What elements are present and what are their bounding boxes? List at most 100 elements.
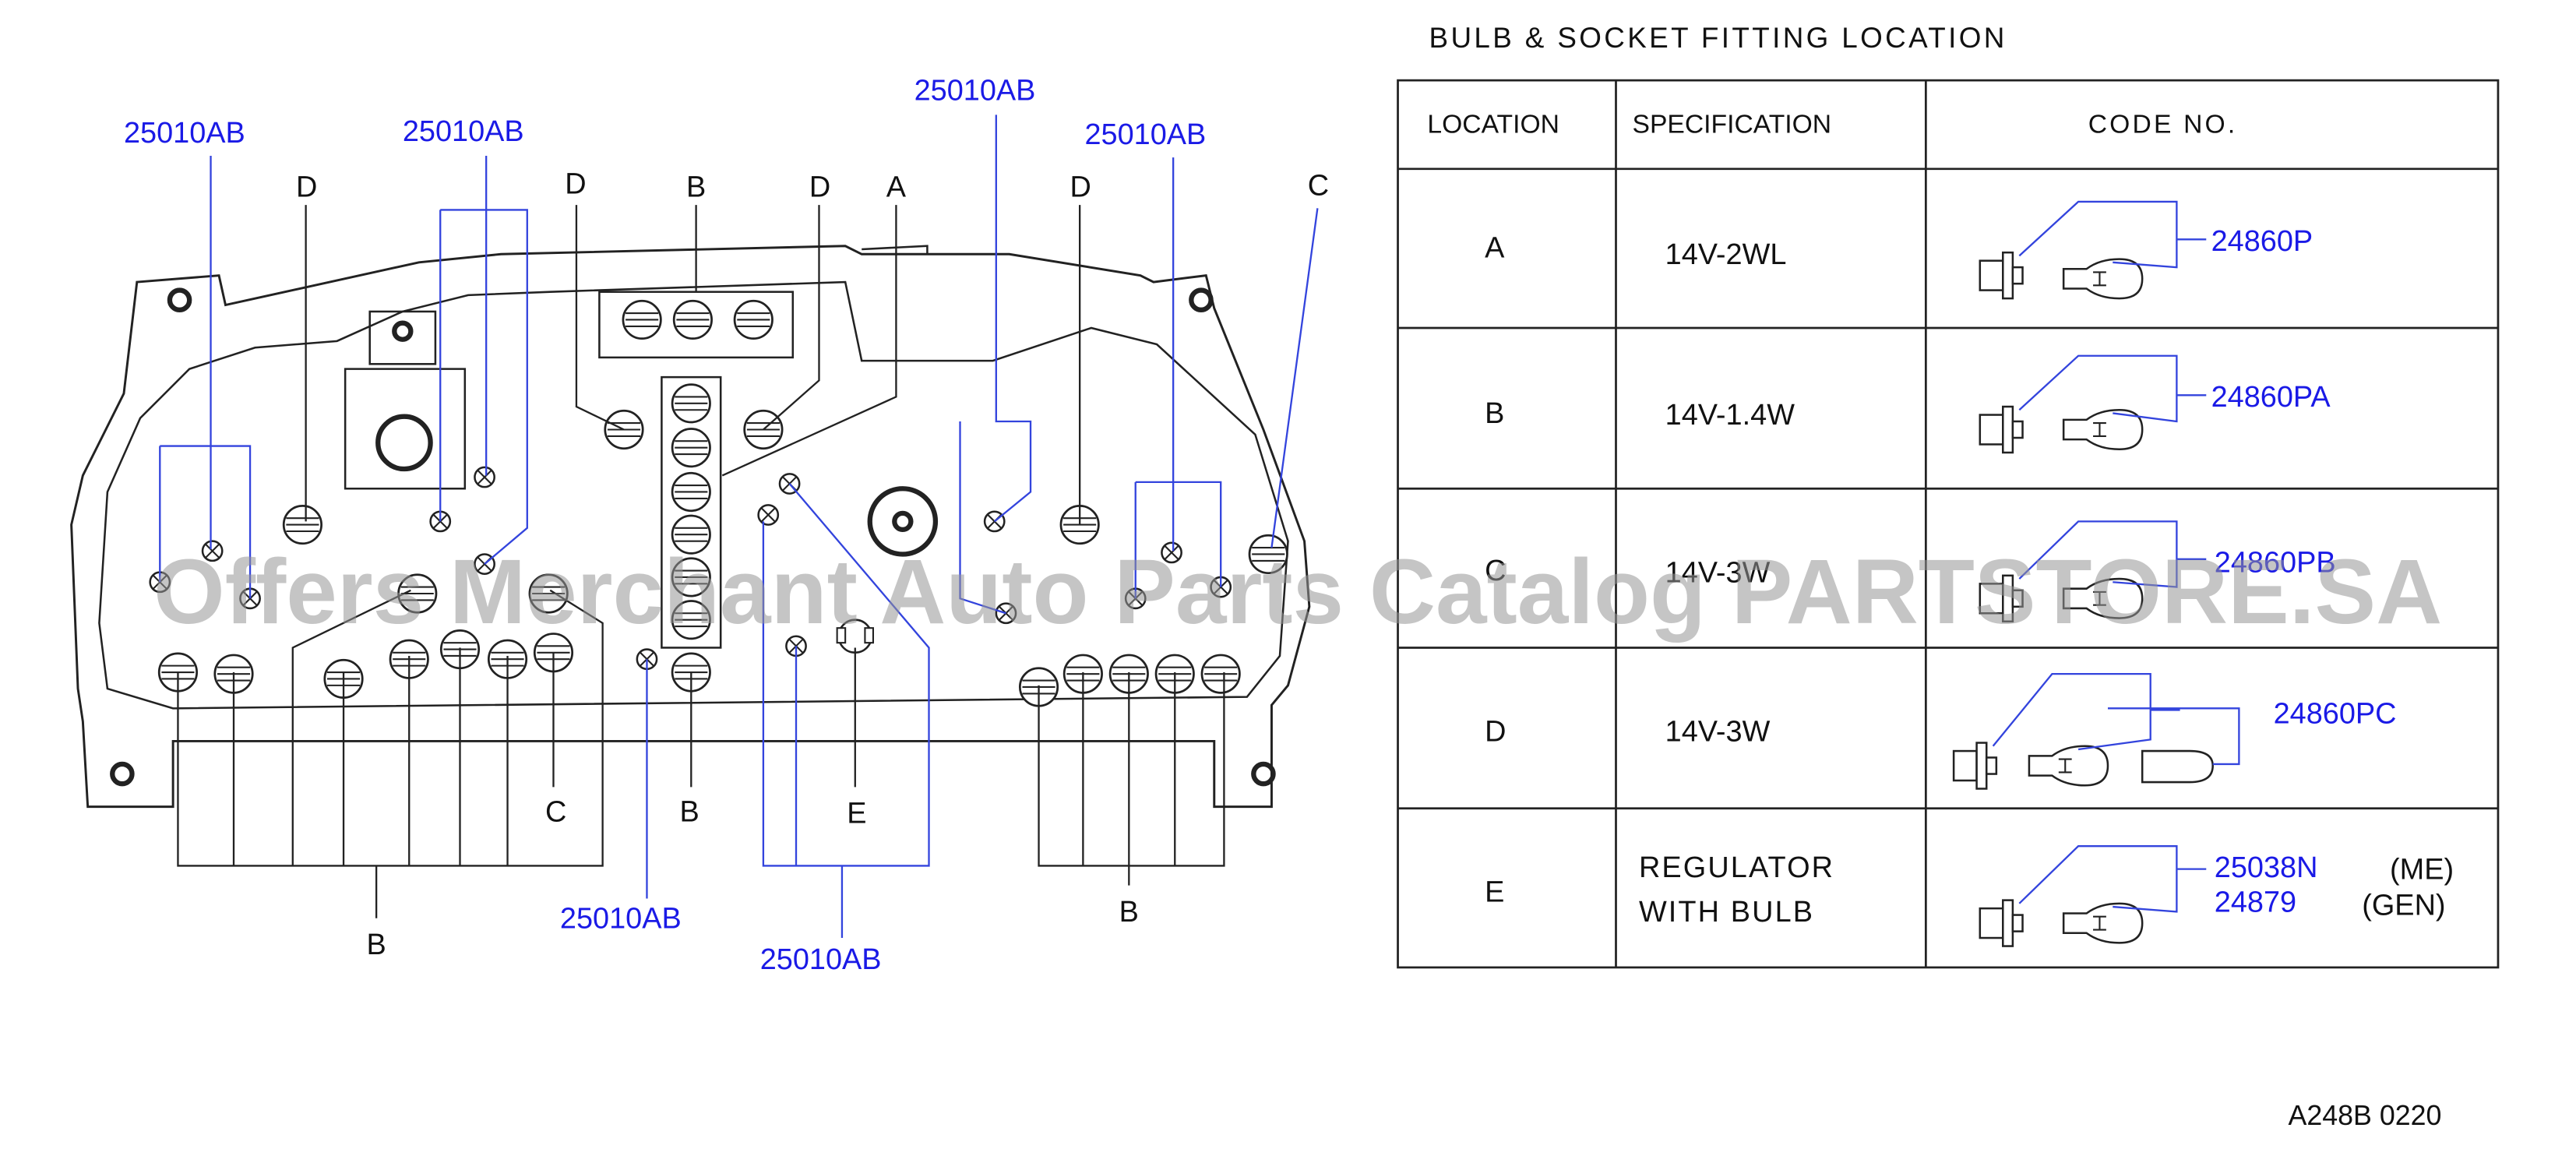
letter-label: A <box>886 171 907 204</box>
bulb-socket-icons <box>1952 200 2240 947</box>
callout-labels: 25010AB 25010AB 25010AB 25010AB 25010AB … <box>124 74 1206 976</box>
bulb-socket <box>1248 534 1288 575</box>
gauge-hub <box>375 414 433 472</box>
letter-label: B <box>680 796 700 829</box>
black-leader-lines <box>177 205 1225 918</box>
drawing-reference: A248B 0220 <box>2289 1100 2442 1131</box>
bulb-socket <box>622 299 662 340</box>
bulb-socket <box>672 299 713 340</box>
letter-label: D <box>809 171 830 204</box>
callout-label: 25010AB <box>914 74 1036 107</box>
callout-label: 25010AB <box>403 115 524 148</box>
row-spec: 14V-3W <box>1665 715 1771 748</box>
row-illustration <box>1979 354 2207 454</box>
header-specification: SPECIFICATION <box>1633 111 1832 139</box>
row-spec: 14V-1.4W <box>1665 399 1795 432</box>
row-code: 24860PB <box>2215 547 2336 580</box>
header-code-no: CODE NO. <box>2088 111 2238 139</box>
bulb-socket <box>282 505 322 545</box>
row-illustration <box>1979 520 2207 623</box>
callout-label: 25010AB <box>560 902 682 935</box>
letter-label: B <box>1119 896 1139 929</box>
row-location: E <box>1485 876 1504 909</box>
table-row-locations: A B C D E <box>1485 231 1506 908</box>
bulb-icon <box>2062 902 2144 944</box>
mounting-holes <box>110 287 1276 787</box>
socket-icon <box>1952 742 1998 790</box>
letter-label: C <box>1308 169 1329 202</box>
row-code: 24879 <box>2215 886 2296 918</box>
row-location: A <box>1485 231 1505 264</box>
row-code: 24860PC <box>2274 697 2397 730</box>
row-location: D <box>1485 715 1506 748</box>
bulb-socket <box>397 573 438 614</box>
socket-icon <box>1979 574 2024 623</box>
bulb-icon <box>2062 408 2144 451</box>
gauge-hub <box>867 486 939 557</box>
screw-point <box>1161 541 1182 564</box>
socket-icon <box>1979 251 2024 300</box>
row-spec-line: REGULATOR <box>1639 851 1834 884</box>
bulb-socket <box>671 471 711 513</box>
mount-hole <box>167 287 192 312</box>
row-illustration <box>1952 672 2240 790</box>
letter-label: D <box>565 167 586 200</box>
letter-label: B <box>686 171 706 204</box>
table-grid <box>1397 79 2500 969</box>
row-spec: 14V-3W <box>1665 556 1771 589</box>
screw-point <box>201 540 224 562</box>
letter-label: C <box>545 796 566 829</box>
bulb-icon <box>2028 745 2109 787</box>
bulb-socket <box>671 383 711 424</box>
table-title: BULB & SOCKET FITTING LOCATION <box>1429 22 2007 54</box>
code-note: (GEN) <box>2362 890 2445 922</box>
mount-hole <box>1251 761 1276 787</box>
bulb-socket <box>528 573 569 614</box>
table-row-specs: 14V-2WL 14V-1.4W 14V-3W 14V-3W REGULATOR… <box>1639 238 1834 929</box>
bulb-cap-icon <box>2141 749 2214 784</box>
code-note: (ME) <box>2390 853 2454 886</box>
gauge-hub-center <box>892 510 914 533</box>
socket-icon <box>1979 405 2024 454</box>
bulb-socket <box>671 557 711 597</box>
table-code-notes: (ME) (GEN) <box>2362 853 2454 922</box>
screw-point <box>757 504 780 526</box>
bulb-socket <box>1200 654 1241 694</box>
fitting-location-table: BULB & SOCKET FITTING LOCATION LOCATION … <box>1397 22 2500 969</box>
header-location: LOCATION <box>1427 111 1559 139</box>
bulb-socket <box>733 299 774 340</box>
row-code: 25038N <box>2215 851 2318 884</box>
row-spec-line: WITH BULB <box>1639 896 1814 929</box>
mount-hole <box>392 320 414 342</box>
callout-label: 25010AB <box>760 943 882 976</box>
callout-label: 25010AB <box>1084 118 1206 151</box>
socket-icon <box>1979 899 2024 947</box>
table-row-codes: 24860P 24860PA 24860PB 24860PC 25038N 24… <box>2211 225 2397 918</box>
row-illustration <box>1979 845 2207 947</box>
regulator-socket <box>836 619 874 654</box>
bulb-socket <box>671 514 711 555</box>
bulb-icon <box>2062 577 2144 619</box>
mount-hole <box>110 761 135 787</box>
mount-hole <box>1189 287 1214 312</box>
bulb-socket <box>671 428 711 468</box>
row-spec: 14V-2WL <box>1665 238 1787 271</box>
row-code: 24860P <box>2211 225 2313 258</box>
letter-label: D <box>1070 171 1091 204</box>
bulb-icon <box>2062 258 2144 300</box>
letter-label: E <box>847 798 866 830</box>
row-code: 24860PA <box>2211 381 2331 414</box>
row-location: B <box>1485 397 1504 430</box>
watermark: Offers Merchant Auto Parts Catalog PARTS… <box>153 540 2442 643</box>
bulb-socket <box>671 600 711 640</box>
callout-label: 25010AB <box>124 117 245 150</box>
screw-point <box>474 466 495 488</box>
bulb-sockets <box>157 299 1288 707</box>
location-letter-labels: D D B D A D C C B E B B <box>296 167 1329 961</box>
row-illustration <box>1979 200 2207 300</box>
letter-label: D <box>296 171 317 204</box>
bulb-socket <box>439 629 481 670</box>
table-header: LOCATION SPECIFICATION CODE NO. <box>1427 111 2238 139</box>
row-location: C <box>1485 555 1506 587</box>
